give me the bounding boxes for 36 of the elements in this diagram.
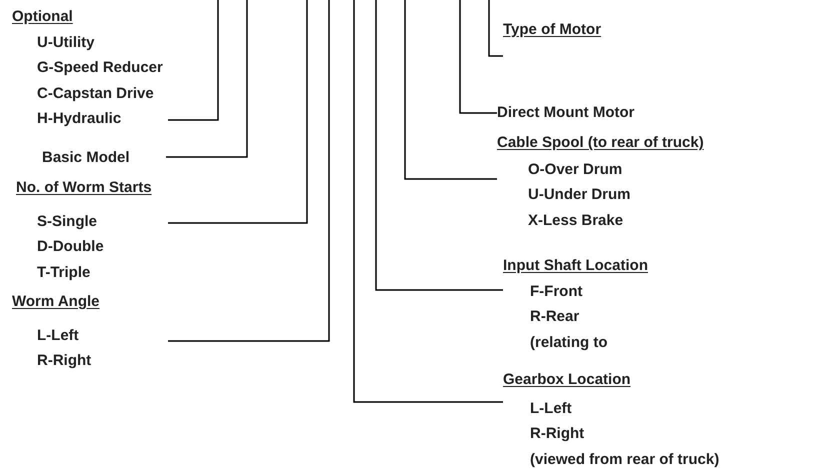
option-label: Basic Model: [42, 149, 130, 166]
option-label: U-Under Drum: [528, 186, 631, 203]
leader-line: [488, 0, 503, 57]
option-label: (viewed from rear of truck): [530, 450, 720, 468]
option-label: D-Double: [37, 238, 104, 255]
leader-line: [404, 0, 497, 180]
option-label: R-Right: [37, 352, 92, 369]
leader-line: [353, 0, 503, 403]
section-heading: Input Shaft Location: [503, 257, 648, 274]
section-heading: No. of Worm Starts: [16, 179, 152, 196]
leader-line: [168, 0, 330, 342]
leader-line: [459, 0, 497, 114]
section-heading: Gearbox Location: [503, 371, 631, 388]
option-label: O-Over Drum: [528, 160, 622, 178]
leader-line: [375, 0, 503, 291]
option-label: L-Left: [530, 400, 572, 416]
section-heading: Worm Angle: [12, 293, 100, 310]
option-label: S-Single: [37, 212, 98, 230]
leader-line: [168, 0, 219, 121]
section-heading: Cable Spool (to rear of truck): [497, 134, 704, 151]
leader-line: [166, 0, 248, 158]
option-label: L-Left: [37, 326, 79, 344]
option-label: F-Front: [530, 282, 582, 300]
option-label: H-Hydraulic: [37, 110, 122, 127]
section-heading: Optional: [12, 8, 73, 25]
option-label: R-Right: [530, 425, 584, 442]
option-label: C-Capstan Drive: [37, 84, 154, 102]
option-label: X-Less Brake: [528, 212, 624, 228]
option-label: (relating to: [530, 334, 608, 350]
option-label: U-Utility: [37, 34, 94, 50]
option-label: T-Triple: [37, 264, 90, 280]
section-heading: Type of Motor: [503, 21, 602, 38]
option-label: G-Speed Reducer: [37, 59, 163, 76]
option-label: R-Rear: [530, 308, 580, 325]
option-label: Direct Mount Motor: [497, 104, 634, 121]
leader-line: [168, 0, 308, 224]
